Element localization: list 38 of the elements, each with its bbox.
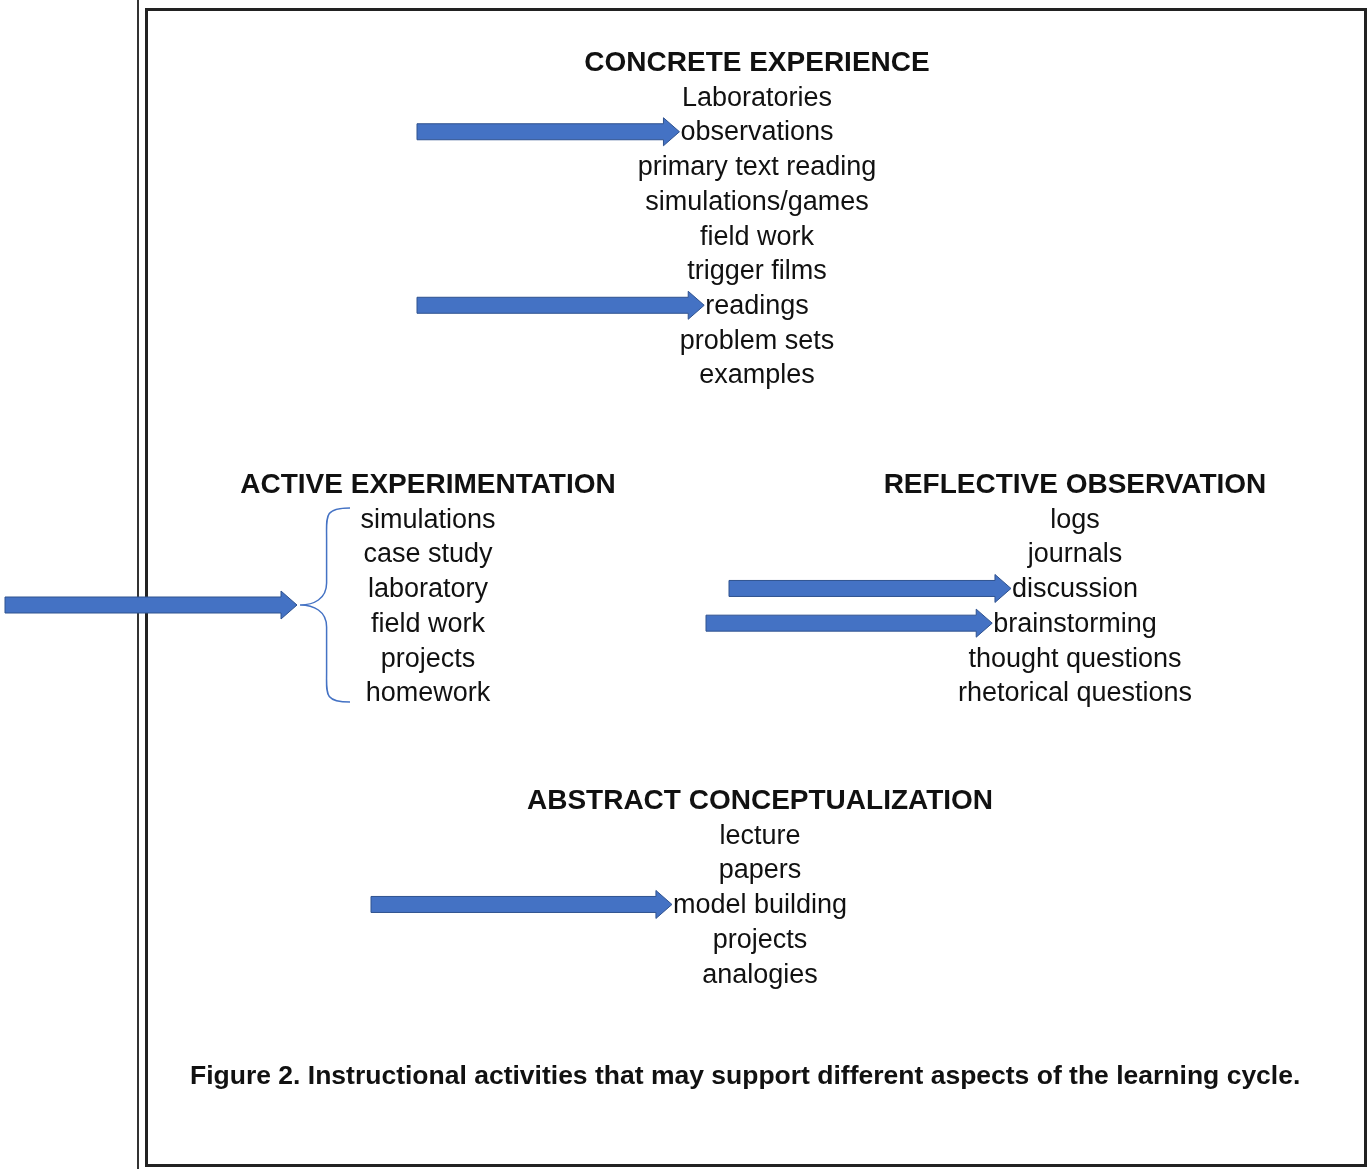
activity-text: model building	[672, 887, 848, 922]
activity-text: simulations	[360, 502, 496, 536]
arrow	[416, 117, 680, 147]
arrow	[370, 889, 673, 919]
activity-text: projects	[380, 641, 476, 675]
activity-text: problem sets	[679, 323, 835, 357]
activity-text: field work	[370, 606, 485, 640]
activity-text: examples	[699, 358, 815, 392]
activity-text: field work	[699, 219, 814, 253]
section-heading: ACTIVE EXPERIMENTATION	[240, 467, 616, 501]
activity-text: lecture	[719, 818, 801, 852]
activity-text: readings	[705, 287, 809, 323]
arrow	[728, 573, 1012, 603]
activity-text: simulations/games	[645, 184, 869, 218]
activity-text: trigger films	[687, 254, 827, 288]
activity-text: case study	[363, 537, 493, 571]
activity-text: journals	[1027, 537, 1123, 571]
curly-bracket	[298, 508, 350, 702]
activity-text: rhetorical questions	[957, 676, 1193, 710]
section-heading: REFLECTIVE OBSERVATION	[883, 467, 1267, 501]
activity-text: thought questions	[968, 641, 1182, 675]
activity-text: papers	[718, 853, 802, 887]
section-heading: ABSTRACT CONCEPTUALIZATION	[526, 783, 994, 817]
activity-text: projects	[712, 922, 808, 956]
activity-text: observations	[680, 114, 834, 150]
activity-text: Laboratories	[681, 80, 833, 114]
figure-caption: Figure 2. Instructional activities that may support different aspects of the learning cycle.	[190, 1059, 1302, 1092]
activity-text: analogies	[702, 957, 818, 991]
activity-text: brainstorming	[993, 605, 1157, 641]
arrow	[4, 590, 298, 620]
activity-text: laboratory	[367, 572, 489, 606]
arrow	[705, 608, 993, 638]
section-heading: CONCRETE EXPERIENCE	[584, 45, 930, 79]
activity-text: homework	[365, 676, 491, 710]
activity-text: logs	[1050, 502, 1100, 536]
activity-text: primary text reading	[637, 150, 877, 184]
activity-text: discussion	[1011, 571, 1139, 606]
arrow	[416, 290, 705, 320]
